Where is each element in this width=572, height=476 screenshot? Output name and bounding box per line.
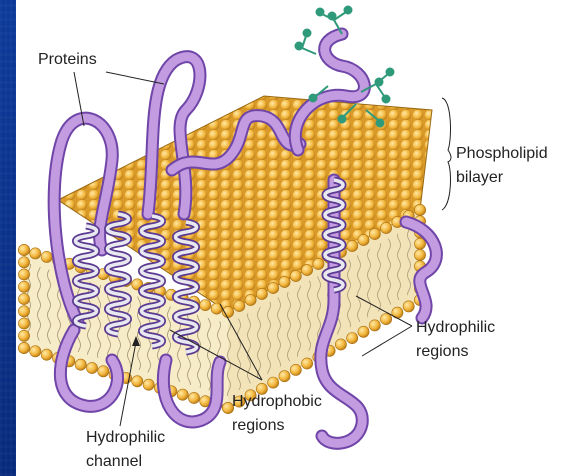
lipid-head (358, 326, 369, 337)
lipid-head (369, 320, 380, 331)
lipid-head (18, 306, 29, 317)
lipid-head (200, 300, 211, 311)
lipid-head (177, 389, 188, 400)
lipid-head (369, 228, 380, 239)
lipid-head (41, 349, 52, 360)
lipid-head (41, 251, 52, 262)
label-hydrophilic-regions-line1: Hydrophilic (416, 318, 495, 338)
lipid-head (414, 204, 425, 215)
label-bilayer-line2: bilayer (456, 168, 503, 188)
lipid-head (290, 270, 301, 281)
lipid-head (18, 330, 29, 341)
lipid-head (234, 300, 245, 311)
lipid-head (279, 276, 290, 287)
lipid-head (18, 293, 29, 304)
lipid-head (18, 269, 29, 280)
lipid-head (347, 333, 358, 344)
lipid-head (18, 318, 29, 329)
lipid-head (381, 222, 392, 233)
lipid-head (188, 392, 199, 403)
label-hydrophobic-regions-line1: Hydrophobic (232, 392, 322, 412)
lipid-head (18, 257, 29, 268)
lipid-head (245, 294, 256, 305)
lipid-head (18, 244, 29, 255)
lipid-head (132, 376, 143, 387)
lipid-head (18, 342, 29, 353)
lipid-head (30, 248, 41, 259)
lipid-head (256, 288, 267, 299)
lipid-head (302, 358, 313, 369)
lipid-head (279, 371, 290, 382)
lipid-head (381, 314, 392, 325)
lipid-head (75, 359, 86, 370)
label-hydrophilic-regions-line2: regions (416, 342, 468, 362)
label-phospholipid-line1: Phospholipid (456, 144, 548, 164)
lipid-head (290, 364, 301, 375)
label-hydrophilic-channel-line2: channel (86, 452, 142, 472)
lipid-head (18, 281, 29, 292)
lipid-head (143, 379, 154, 390)
lipid-head (268, 377, 279, 388)
label-hydrophilic-channel-line1: Hydrophilic (86, 428, 165, 448)
lipid-head (86, 362, 97, 373)
lipid-head (268, 282, 279, 293)
diagram-panel: Proteins Phospholipid bilayer Hydrophili… (16, 0, 572, 476)
lipid-head (335, 339, 346, 350)
lipid-head (358, 234, 369, 245)
label-proteins: Proteins (38, 50, 97, 70)
lipid-head (313, 258, 324, 269)
lipid-head (403, 301, 414, 312)
lipid-head (98, 366, 109, 377)
lipid-head (30, 346, 41, 357)
lipid-head (414, 249, 425, 260)
label-hydrophobic-regions-line2: regions (232, 416, 284, 436)
lipid-head (347, 240, 358, 251)
lipid-head (302, 264, 313, 275)
